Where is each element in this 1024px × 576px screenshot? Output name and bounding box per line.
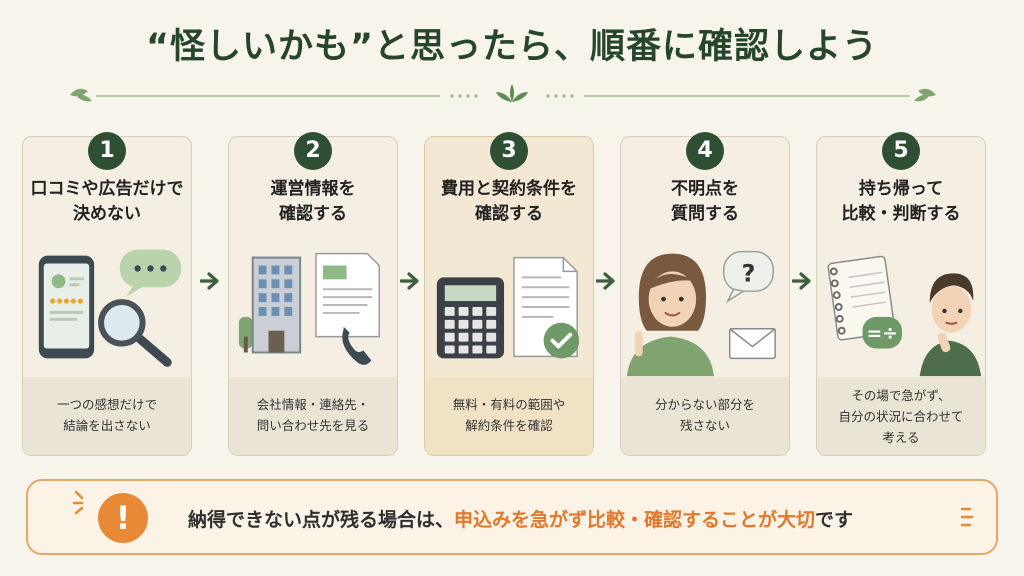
step-description: 会社情報・連絡先・ 問い合わせ先を見る bbox=[229, 377, 397, 455]
question-bubble-icon: ? bbox=[723, 250, 774, 304]
check-circle-icon bbox=[543, 322, 580, 359]
document-icon bbox=[315, 252, 380, 338]
step-card-1: 口コミや広告だけで 決めない 一つの感想だけで 結論を出さない bbox=[22, 136, 192, 456]
step1-illustration bbox=[38, 249, 182, 367]
speech-bubble-dots-icon bbox=[119, 249, 182, 298]
step5-illustration: =÷ bbox=[827, 255, 982, 377]
leaf-divider-ornament bbox=[70, 84, 936, 102]
spark-lines-right-icon bbox=[960, 507, 974, 527]
exclamation-icon: ! bbox=[98, 493, 148, 543]
arrow-right-icon bbox=[200, 272, 219, 290]
step-number-badge-3: 3 bbox=[490, 132, 528, 170]
step-description: その場で急がず、 自分の状況に合わせて 考える bbox=[817, 377, 985, 455]
step-card-3: 費用と契約条件を 確認する 無料・有料の範囲や 解約条件を確認 bbox=[424, 136, 594, 456]
compare-symbol: =÷ bbox=[866, 324, 897, 345]
step-title: 持ち帰って 比較・判断する bbox=[841, 179, 961, 224]
step-description: 無料・有料の範囲や 解約条件を確認 bbox=[425, 377, 593, 455]
step-number-badge-4: 4 bbox=[686, 132, 724, 170]
telephone-icon bbox=[342, 326, 372, 365]
person-thinking-icon bbox=[626, 253, 714, 377]
step3-illustration bbox=[436, 256, 580, 359]
banner-text: 納得できない点が残る場合は、申込みを急がず比較・確認することが大切です bbox=[188, 509, 854, 531]
step-description: 分からない部分を 残さない bbox=[621, 377, 789, 455]
step-card-5: 持ち帰って 比較・判断する =÷ その場で急がず、 自分の状況に合わせて 考える bbox=[816, 136, 986, 456]
magnifier-icon bbox=[98, 299, 172, 367]
spark-lines-left-icon bbox=[72, 490, 84, 515]
page-title: “怪しいかも”と思ったら、順番に確認しよう bbox=[145, 27, 878, 67]
step-title: 口コミや広告だけで 決めない bbox=[30, 179, 184, 224]
step-number-badge-5: 5 bbox=[882, 132, 920, 170]
arrow-right-icon bbox=[400, 272, 419, 290]
step-title: 運営情報を 確認する bbox=[270, 179, 356, 224]
step-card-4: 不明点を 質問する ? 分からない部分を 残さない bbox=[620, 136, 790, 456]
step2-illustration bbox=[238, 252, 380, 365]
step-card-2: 運営情報を 確認する 会社情報・連絡先・ 問い合わせ先を見る bbox=[228, 136, 398, 456]
advice-banner: ! 納得できない点が残る場合は、申込みを急がず比較・確認することが大切です bbox=[26, 479, 998, 555]
question-mark: ? bbox=[742, 259, 756, 287]
step4-illustration: ? bbox=[626, 250, 776, 377]
person-pondering-icon bbox=[919, 273, 982, 377]
step-description: 一つの感想だけで 結論を出さない bbox=[23, 377, 191, 455]
banner-highlight: 申込みを急がず比較・確認することが大切 bbox=[454, 509, 816, 531]
step-number-badge-1: 1 bbox=[88, 132, 126, 170]
calculator-icon bbox=[436, 277, 505, 359]
office-building-icon bbox=[238, 256, 302, 354]
step-title: 費用と契約条件を 確認する bbox=[441, 179, 577, 224]
phone-review-icon bbox=[38, 255, 95, 359]
arrow-right-icon bbox=[596, 272, 615, 290]
step-number-badge-2: 2 bbox=[294, 132, 332, 170]
step-title: 不明点を 質問する bbox=[671, 179, 739, 224]
envelope-icon bbox=[728, 328, 776, 360]
compare-sign-icon: =÷ bbox=[862, 316, 902, 349]
arrow-right-icon bbox=[792, 272, 811, 290]
